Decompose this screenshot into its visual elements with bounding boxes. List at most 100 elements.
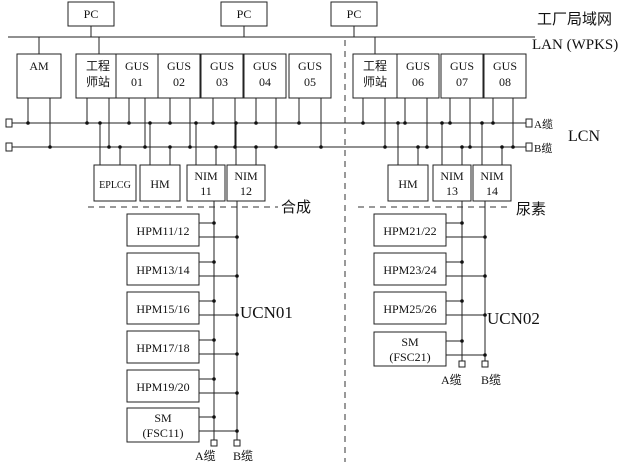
hpm-23-24-label: HPM23/24	[383, 263, 436, 277]
eng-station-left-l2: 师站	[86, 75, 110, 89]
hpm-23-24-box	[373, 252, 447, 286]
gus01-box	[115, 53, 159, 99]
gus02-l2: 02	[173, 75, 185, 89]
nim13-l2: 13	[446, 184, 458, 198]
ucn01-modules: HPM11/12 HPM13/14 HPM15/16 HPM17/18 HPM1…	[126, 213, 200, 443]
gus05-l1: GUS	[298, 59, 322, 73]
ucn01-a-cable: A缆	[195, 449, 216, 463]
gus03-l1: GUS	[210, 59, 234, 73]
gus07-l1: GUS	[450, 59, 474, 73]
nim11-l1: NIM	[194, 169, 218, 183]
hm-box-left	[139, 164, 181, 202]
hpm-11-12-box	[126, 213, 200, 247]
lan-label: LAN (WPKS)	[532, 37, 618, 53]
lcn-a-cable-label: A缆	[534, 118, 553, 131]
eplcg-box	[93, 164, 137, 202]
ucn02-modules: HPM21/22 HPM23/24 HPM25/26 SM (FSC21)	[373, 213, 447, 367]
eng-station-left-l1: 工程	[86, 58, 110, 73]
plant-lan-label: 工厂局域网	[537, 11, 612, 28]
sm-fsc21-l1: SM	[401, 335, 419, 349]
pc-label-1: PC	[84, 7, 99, 21]
ucn02-a-cable: A缆	[441, 373, 462, 387]
hpm-13-14-label: HPM13/14	[136, 263, 189, 277]
eng-station-box-right	[352, 53, 398, 99]
am-label: AM	[29, 59, 49, 73]
gus06-l1: GUS	[406, 59, 430, 73]
gus05-box	[288, 53, 332, 99]
sm-fsc11-l2: (FSC11)	[143, 426, 184, 440]
gus07-box	[440, 53, 484, 99]
am-box	[16, 53, 62, 99]
hpm-19-20-box	[126, 369, 200, 403]
gus01-l2: 01	[131, 75, 143, 89]
gus03-box	[200, 53, 244, 99]
gus05-l2: 05	[304, 75, 316, 89]
hpm-15-16-label: HPM15/16	[136, 302, 189, 316]
hpm-25-26-box	[373, 291, 447, 325]
nim14-l1: NIM	[480, 169, 504, 183]
hpm-15-16-box	[126, 291, 200, 325]
gus04-l2: 04	[259, 75, 271, 89]
eng-station-right-l1: 工程	[363, 58, 387, 73]
ucn01-b-cable: B缆	[233, 449, 253, 463]
lcn-junction-dots	[26, 121, 515, 149]
gus07-l2: 07	[456, 75, 468, 89]
hpm-17-18-box	[126, 330, 200, 364]
nim11-l2: 11	[200, 184, 212, 198]
hpm-21-22-box	[373, 213, 447, 247]
sm-fsc21-l2: (FSC21)	[389, 350, 430, 364]
right-top-nodes: 工程 师站 GUS 06 GUS 07 GUS 08	[352, 53, 527, 99]
hpm-17-18-label: HPM17/18	[136, 341, 189, 355]
left-lower-nodes: EPLCG HM NIM 11 NIM 12	[93, 164, 266, 202]
right-lower-nodes: HM NIM 13 NIM 14	[387, 164, 512, 202]
hpm-13-14-box	[126, 252, 200, 286]
hm-left-label: HM	[150, 177, 170, 191]
gus06-box	[396, 53, 440, 99]
gus01-l1: GUS	[125, 59, 149, 73]
pc-label-2: PC	[237, 7, 252, 21]
sm-fsc21-box	[373, 331, 447, 367]
right-area-label: 尿素	[516, 201, 546, 218]
eplcg-label: EPLCG	[99, 180, 131, 191]
gus08-l1: GUS	[493, 59, 517, 73]
hpm-25-26-label: HPM25/26	[383, 302, 436, 316]
sm-fsc11-box	[126, 407, 200, 443]
gus02-l1: GUS	[167, 59, 191, 73]
pc-box-3	[330, 1, 378, 27]
hpm-11-12-label: HPM11/12	[137, 224, 190, 238]
nim13-box	[432, 164, 472, 202]
gus04-l1: GUS	[253, 59, 277, 73]
eng-station-right-l2: 师站	[363, 75, 387, 89]
eng-station-box-left	[75, 53, 121, 99]
left-area-label: 合成	[281, 199, 311, 216]
hm-right-label: HM	[398, 177, 418, 191]
hpm-19-20-label: HPM19/20	[136, 380, 189, 394]
pc-group: PC PC PC	[67, 1, 378, 37]
left-top-nodes: AM 工程 师站 GUS 01 GUS 02 GUS 03 GUS 04 GUS…	[16, 53, 332, 99]
nim11-box	[186, 164, 226, 202]
ucn01-label: UCN01	[240, 303, 293, 322]
pc-box-2	[220, 1, 268, 27]
gus04-box	[243, 53, 287, 99]
gus08-box	[483, 53, 527, 99]
nim12-l2: 12	[240, 184, 252, 198]
pc-label-3: PC	[347, 7, 362, 21]
lower-node-drops	[99, 123, 503, 165]
nim14-l2: 14	[486, 184, 498, 198]
nim12-l1: NIM	[234, 169, 258, 183]
ucn02-b-cable: B缆	[481, 373, 501, 387]
nim13-l1: NIM	[440, 169, 464, 183]
nim14-box	[472, 164, 512, 202]
gus02-box	[157, 53, 201, 99]
lcn-b-cable-label: B缆	[534, 142, 552, 155]
gus06-l2: 06	[412, 75, 424, 89]
lcn-label: LCN	[568, 128, 600, 145]
gus03-l2: 03	[216, 75, 228, 89]
hm-box-right	[387, 164, 429, 202]
sm-fsc11-l1: SM	[154, 411, 172, 425]
nim12-box	[226, 164, 266, 202]
hpm-21-22-label: HPM21/22	[383, 224, 436, 238]
ucn01-bus: A缆 B缆 UCN01	[195, 201, 293, 463]
